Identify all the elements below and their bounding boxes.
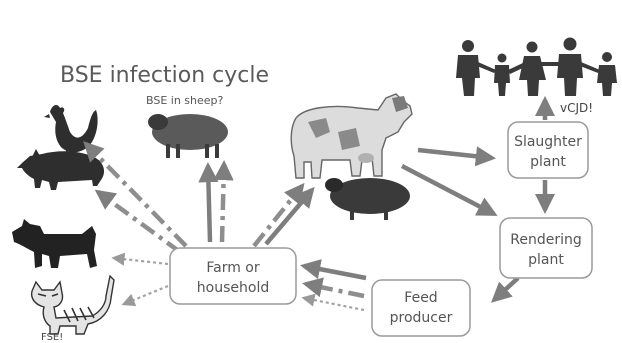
vcjd-label: vCJD! xyxy=(560,101,593,115)
dog-icon xyxy=(12,219,97,268)
arrow-feed-to-farm-dashdot xyxy=(306,284,364,296)
diagram-title: BSE infection cycle xyxy=(60,63,269,88)
farm-household-line1: Farm or xyxy=(206,260,260,276)
arrow-feed-to-farm-dotted xyxy=(304,298,364,310)
arrow-farm-to-cow-dashdot xyxy=(254,186,302,246)
cow-icon xyxy=(291,94,412,178)
feed-producer-node: Feed producer xyxy=(372,280,470,336)
arrow-farm-to-sheep xyxy=(208,166,210,242)
arrow-cow-to-slaughter xyxy=(418,150,492,158)
sheep-icon xyxy=(148,114,228,158)
rendering-plant-node: Rendering plant xyxy=(500,218,592,278)
farm-household-node: Farm or household xyxy=(170,248,296,304)
bse-in-sheep-label: BSE in sheep? xyxy=(146,94,224,107)
farm-household-line2: household xyxy=(197,280,269,296)
arrow-farm-to-cat xyxy=(124,286,168,304)
rendering-plant-line2: plant xyxy=(528,252,564,268)
arrow-farm-to-sheep-dashdot xyxy=(222,164,224,242)
human-family-icon xyxy=(456,38,617,97)
arrow-rendering-to-feed xyxy=(494,278,518,300)
feed-producer-line2: producer xyxy=(390,310,453,326)
arrow-feed-to-farm xyxy=(304,266,366,278)
arrow-farm-to-dog xyxy=(114,258,168,264)
arrow-cow-to-rendering xyxy=(402,166,494,214)
fse-label: FSE! xyxy=(41,332,63,343)
lying-sheep-icon xyxy=(325,178,410,220)
slaughter-plant-node: Slaughter plant xyxy=(508,122,588,178)
slaughter-plant-line2: plant xyxy=(530,154,566,170)
feed-producer-line1: Feed xyxy=(404,290,437,306)
slaughter-plant-line1: Slaughter xyxy=(514,134,582,150)
cat-icon xyxy=(32,276,114,334)
pig-icon xyxy=(17,149,104,190)
rendering-plant-line1: Rendering xyxy=(510,232,582,248)
arrow-farm-to-cow xyxy=(266,190,312,244)
